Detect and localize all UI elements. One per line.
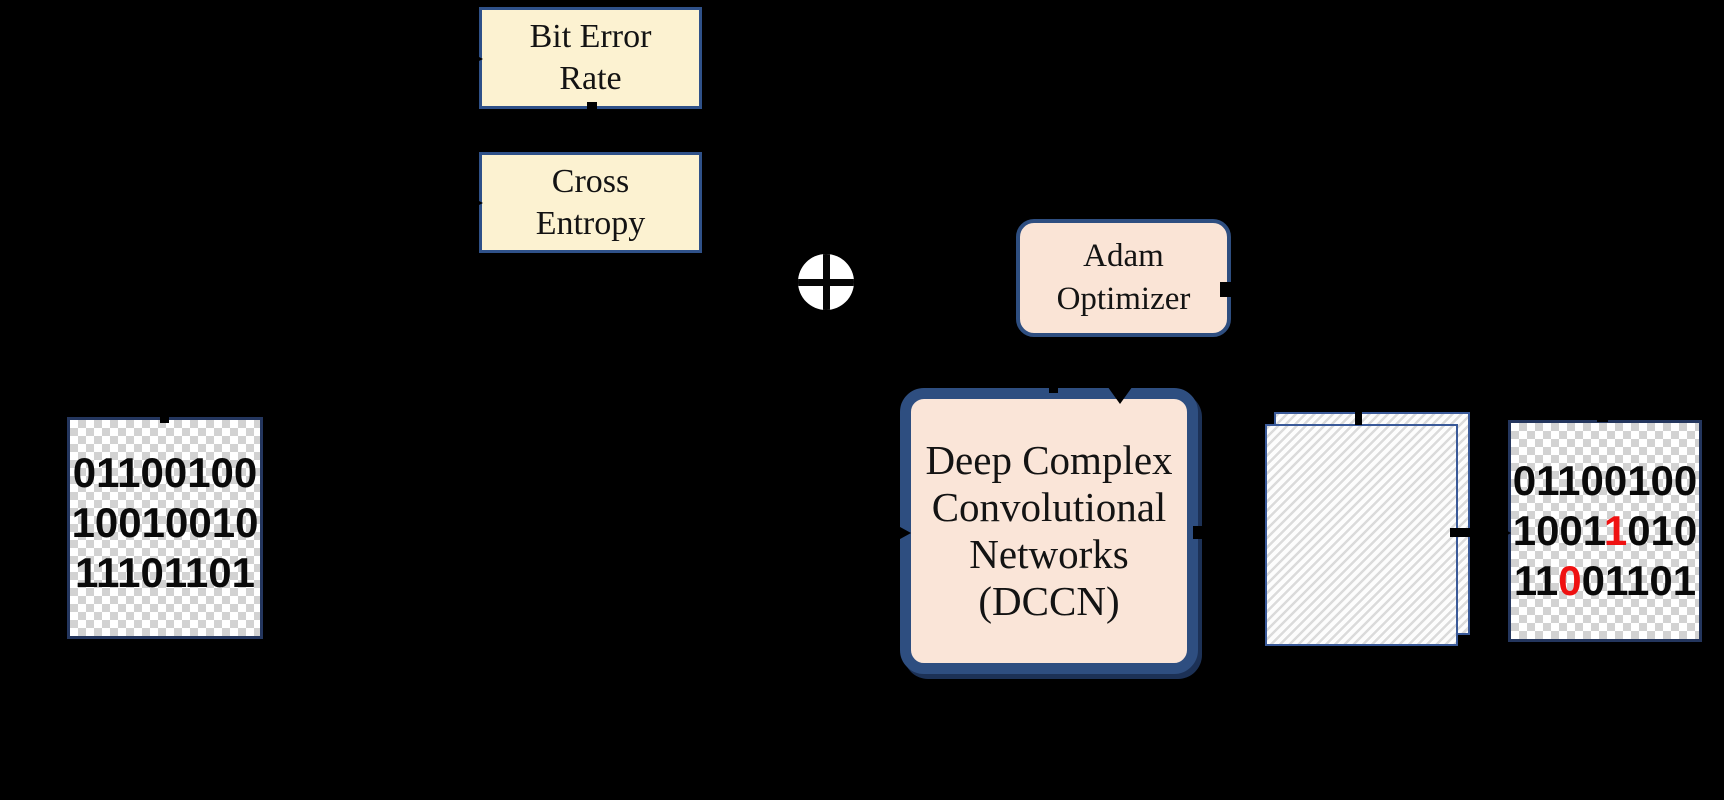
feature-map-page-front xyxy=(1265,424,1458,646)
dccn-box: Deep Complex Convolutional Networks (DCC… xyxy=(900,388,1198,674)
arrowhead-into-cross-entropy-icon xyxy=(465,194,483,212)
output-bitmap: 01100100 10011010 11001101 xyxy=(1508,420,1702,642)
bit-error-rate-label-line1: Bit Error xyxy=(529,18,652,55)
output-bitmap-rows: 01100100 10011010 11001101 xyxy=(1513,456,1698,606)
arrow-tick-below-ber-icon xyxy=(587,102,597,116)
dccn-label-line2: Convolutional xyxy=(931,484,1167,530)
arrow-tick-pages-top-icon xyxy=(1355,409,1362,425)
error-bit: 0 xyxy=(1558,557,1582,604)
arrowhead-into-dccn-icon xyxy=(891,522,911,544)
output-bits: 11 xyxy=(1513,557,1559,604)
bit-error-rate-box: Bit Error Rate xyxy=(479,7,702,109)
arrow-tick-output-bitmap-top-icon xyxy=(1597,413,1608,422)
arrow-tick-adam-right-icon xyxy=(1220,282,1232,297)
output-bit-row: 10011010 xyxy=(1513,506,1698,556)
error-bit: 1 xyxy=(1603,507,1628,554)
dccn-label-line1: Deep Complex xyxy=(925,437,1173,483)
output-bits: 010 xyxy=(1627,507,1698,554)
arrowhead-into-ber-icon xyxy=(465,50,483,68)
bit-error-rate-label-line2: Rate xyxy=(559,60,622,97)
output-bit-row: 01100100 xyxy=(1512,457,1698,504)
circled-plus-horizontal-bar xyxy=(798,278,854,286)
adam-optimizer-label-line1: Adam xyxy=(1083,238,1164,274)
input-bit-row: 10010010 xyxy=(71,499,259,546)
cross-entropy-label-line1: Cross xyxy=(551,162,630,200)
dccn-label-line4: (DCCN) xyxy=(978,578,1120,624)
input-bit-row: 11101101 xyxy=(75,549,255,596)
arrow-tick-dccn-top-icon xyxy=(1049,381,1058,393)
adam-optimizer-label-line2: Optimizer xyxy=(1056,281,1191,317)
output-bit-row: 11001101 xyxy=(1513,556,1698,606)
input-bit-row: 01100100 xyxy=(72,449,258,496)
input-bitmap: 01100100 10010010 11101101 xyxy=(67,417,263,639)
dccn-label-line3: Networks xyxy=(969,531,1129,577)
cross-entropy-box: Cross Entropy xyxy=(479,152,702,253)
cross-entropy-label-line2: Entropy xyxy=(535,204,646,242)
arrow-tick-dccn-right-icon xyxy=(1193,526,1205,539)
arrow-shaft-pages-to-output-icon xyxy=(1450,528,1490,537)
output-bits: 1001 xyxy=(1512,507,1604,554)
arrowhead-pages-to-output-icon xyxy=(1488,520,1511,546)
arrowhead-adam-to-dccn-icon xyxy=(1105,383,1135,404)
adam-optimizer-box: Adam Optimizer xyxy=(1016,219,1231,337)
output-bits: 01101 xyxy=(1581,557,1697,604)
circled-plus-icon xyxy=(798,254,854,310)
arrow-tick-input-bitmap-top-icon xyxy=(160,412,169,423)
input-bitmap-rows: 01100100 10010010 11101101 xyxy=(72,448,259,598)
